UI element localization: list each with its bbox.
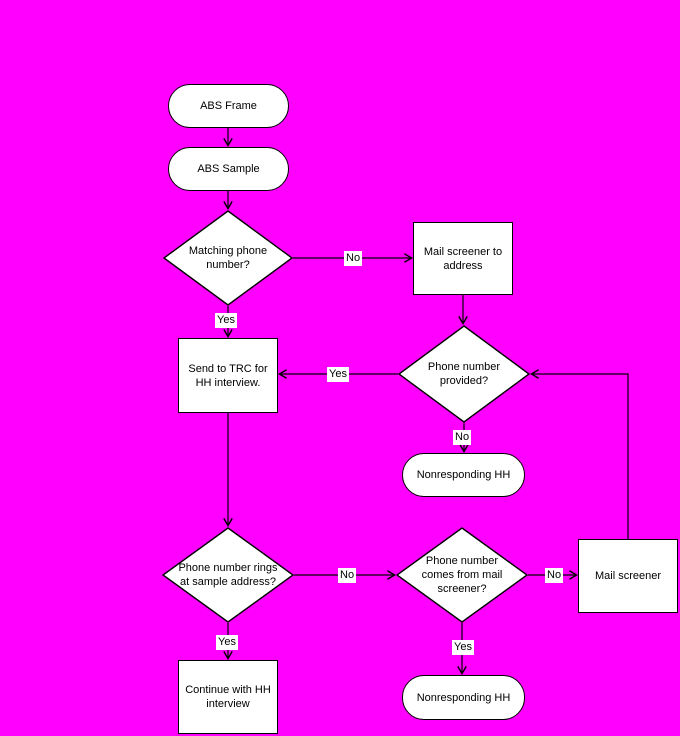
node-phone-number-rings-label: Phone number rings at sample address? <box>178 562 278 588</box>
node-abs-sample-label: ABS Sample <box>197 163 260 175</box>
edge-label-matching-yes: Yes <box>215 313 237 328</box>
node-send-to-trc: Send to TRC for HH interview. <box>178 338 278 413</box>
edge-label-rings-yes: Yes <box>216 635 238 650</box>
node-phone-number-provided: Phone number provided? <box>398 325 530 423</box>
node-continue-with-hh-interview-label: Continue with HH interview <box>185 684 271 710</box>
edge-mail-screener-to-provided <box>532 374 629 539</box>
diamond-shape <box>398 325 530 423</box>
edge-label-matching-no: No <box>344 251 363 266</box>
node-mail-screener-to-address: Mail screener to address <box>413 222 513 295</box>
node-continue-with-hh-interview: Continue with HH interview <box>178 660 278 734</box>
node-matching-phone-number: Matching phone number? <box>163 210 293 306</box>
node-abs-frame-label: ABS Frame <box>200 100 257 112</box>
diamond-shape <box>162 527 294 623</box>
node-phone-number-from-mail-screener-label: Phone number comes from mail screener? <box>421 555 503 595</box>
node-mail-screener: Mail screener <box>578 539 678 613</box>
node-nonresponding-hh-lower: Nonresponding HH <box>402 675 525 720</box>
diamond-shape <box>163 210 293 306</box>
node-mail-screener-label: Mail screener <box>594 570 662 582</box>
node-phone-number-rings: Phone number rings at sample address? <box>162 527 294 623</box>
diamond-shape <box>396 527 528 623</box>
node-nonresponding-hh-upper-label: Nonresponding HH <box>416 469 511 481</box>
node-mail-screener-to-address-label: Mail screener to address <box>423 245 503 272</box>
edge-label-provided-no: No <box>453 430 472 445</box>
node-abs-sample: ABS Sample <box>168 147 289 191</box>
node-nonresponding-hh-upper: Nonresponding HH <box>402 453 525 497</box>
node-abs-frame: ABS Frame <box>168 84 289 128</box>
node-send-to-trc-label: Send to TRC for HH interview. <box>188 362 268 389</box>
node-phone-number-from-mail-screener: Phone number comes from mail screener? <box>396 527 528 623</box>
edge-label-provided-yes: Yes <box>327 367 349 382</box>
node-nonresponding-hh-lower-label: Nonresponding HH <box>416 691 511 704</box>
edge-label-from-mail-no: No <box>545 568 564 583</box>
edge-label-from-mail-yes: Yes <box>452 640 474 655</box>
node-matching-phone-number-label: Matching phone number? <box>188 245 268 271</box>
node-phone-number-provided-label: Phone number provided? <box>427 361 501 387</box>
edge-label-rings-no: No <box>338 568 357 583</box>
